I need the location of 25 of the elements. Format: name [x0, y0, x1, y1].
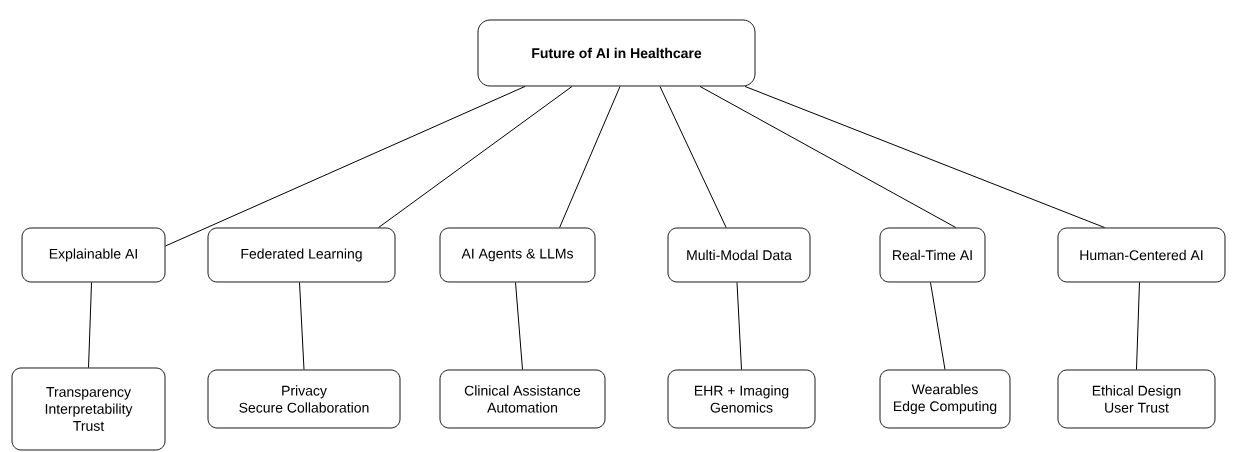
topic-box: Multi-Modal Data: [667, 227, 811, 283]
connector-line: [88, 281, 92, 369]
connector-line: [744, 85, 1106, 229]
topic-box: Human-Centered AI: [1057, 227, 1226, 283]
connector-line: [299, 281, 305, 371]
connector-line: [559, 85, 621, 229]
connector-line: [1136, 281, 1140, 371]
detail-box: Wearables Edge Computing: [879, 369, 1011, 429]
detail-box: Ethical Design User Trust: [1057, 369, 1216, 429]
connector-line: [659, 85, 727, 229]
connector-line: [930, 281, 946, 371]
detail-box: Transparency Interpretability Trust: [11, 367, 166, 451]
connector-line: [515, 281, 523, 371]
detail-box: Privacy Secure Collaboration: [207, 369, 401, 429]
topic-box: Real-Time AI: [879, 227, 986, 283]
topic-box: Explainable AI: [21, 227, 166, 283]
detail-box: Clinical Assistance Automation: [439, 369, 606, 429]
connector-line: [164, 85, 526, 247]
topic-box: AI Agents & LLMs: [439, 227, 596, 283]
title-box: Future of AI in Healthcare: [477, 19, 756, 87]
connector-line: [699, 85, 957, 229]
connector-line: [378, 85, 573, 229]
topic-box: Federated Learning: [207, 227, 396, 283]
detail-box: EHR + Imaging Genomics: [667, 369, 816, 429]
connector-line: [736, 281, 742, 371]
